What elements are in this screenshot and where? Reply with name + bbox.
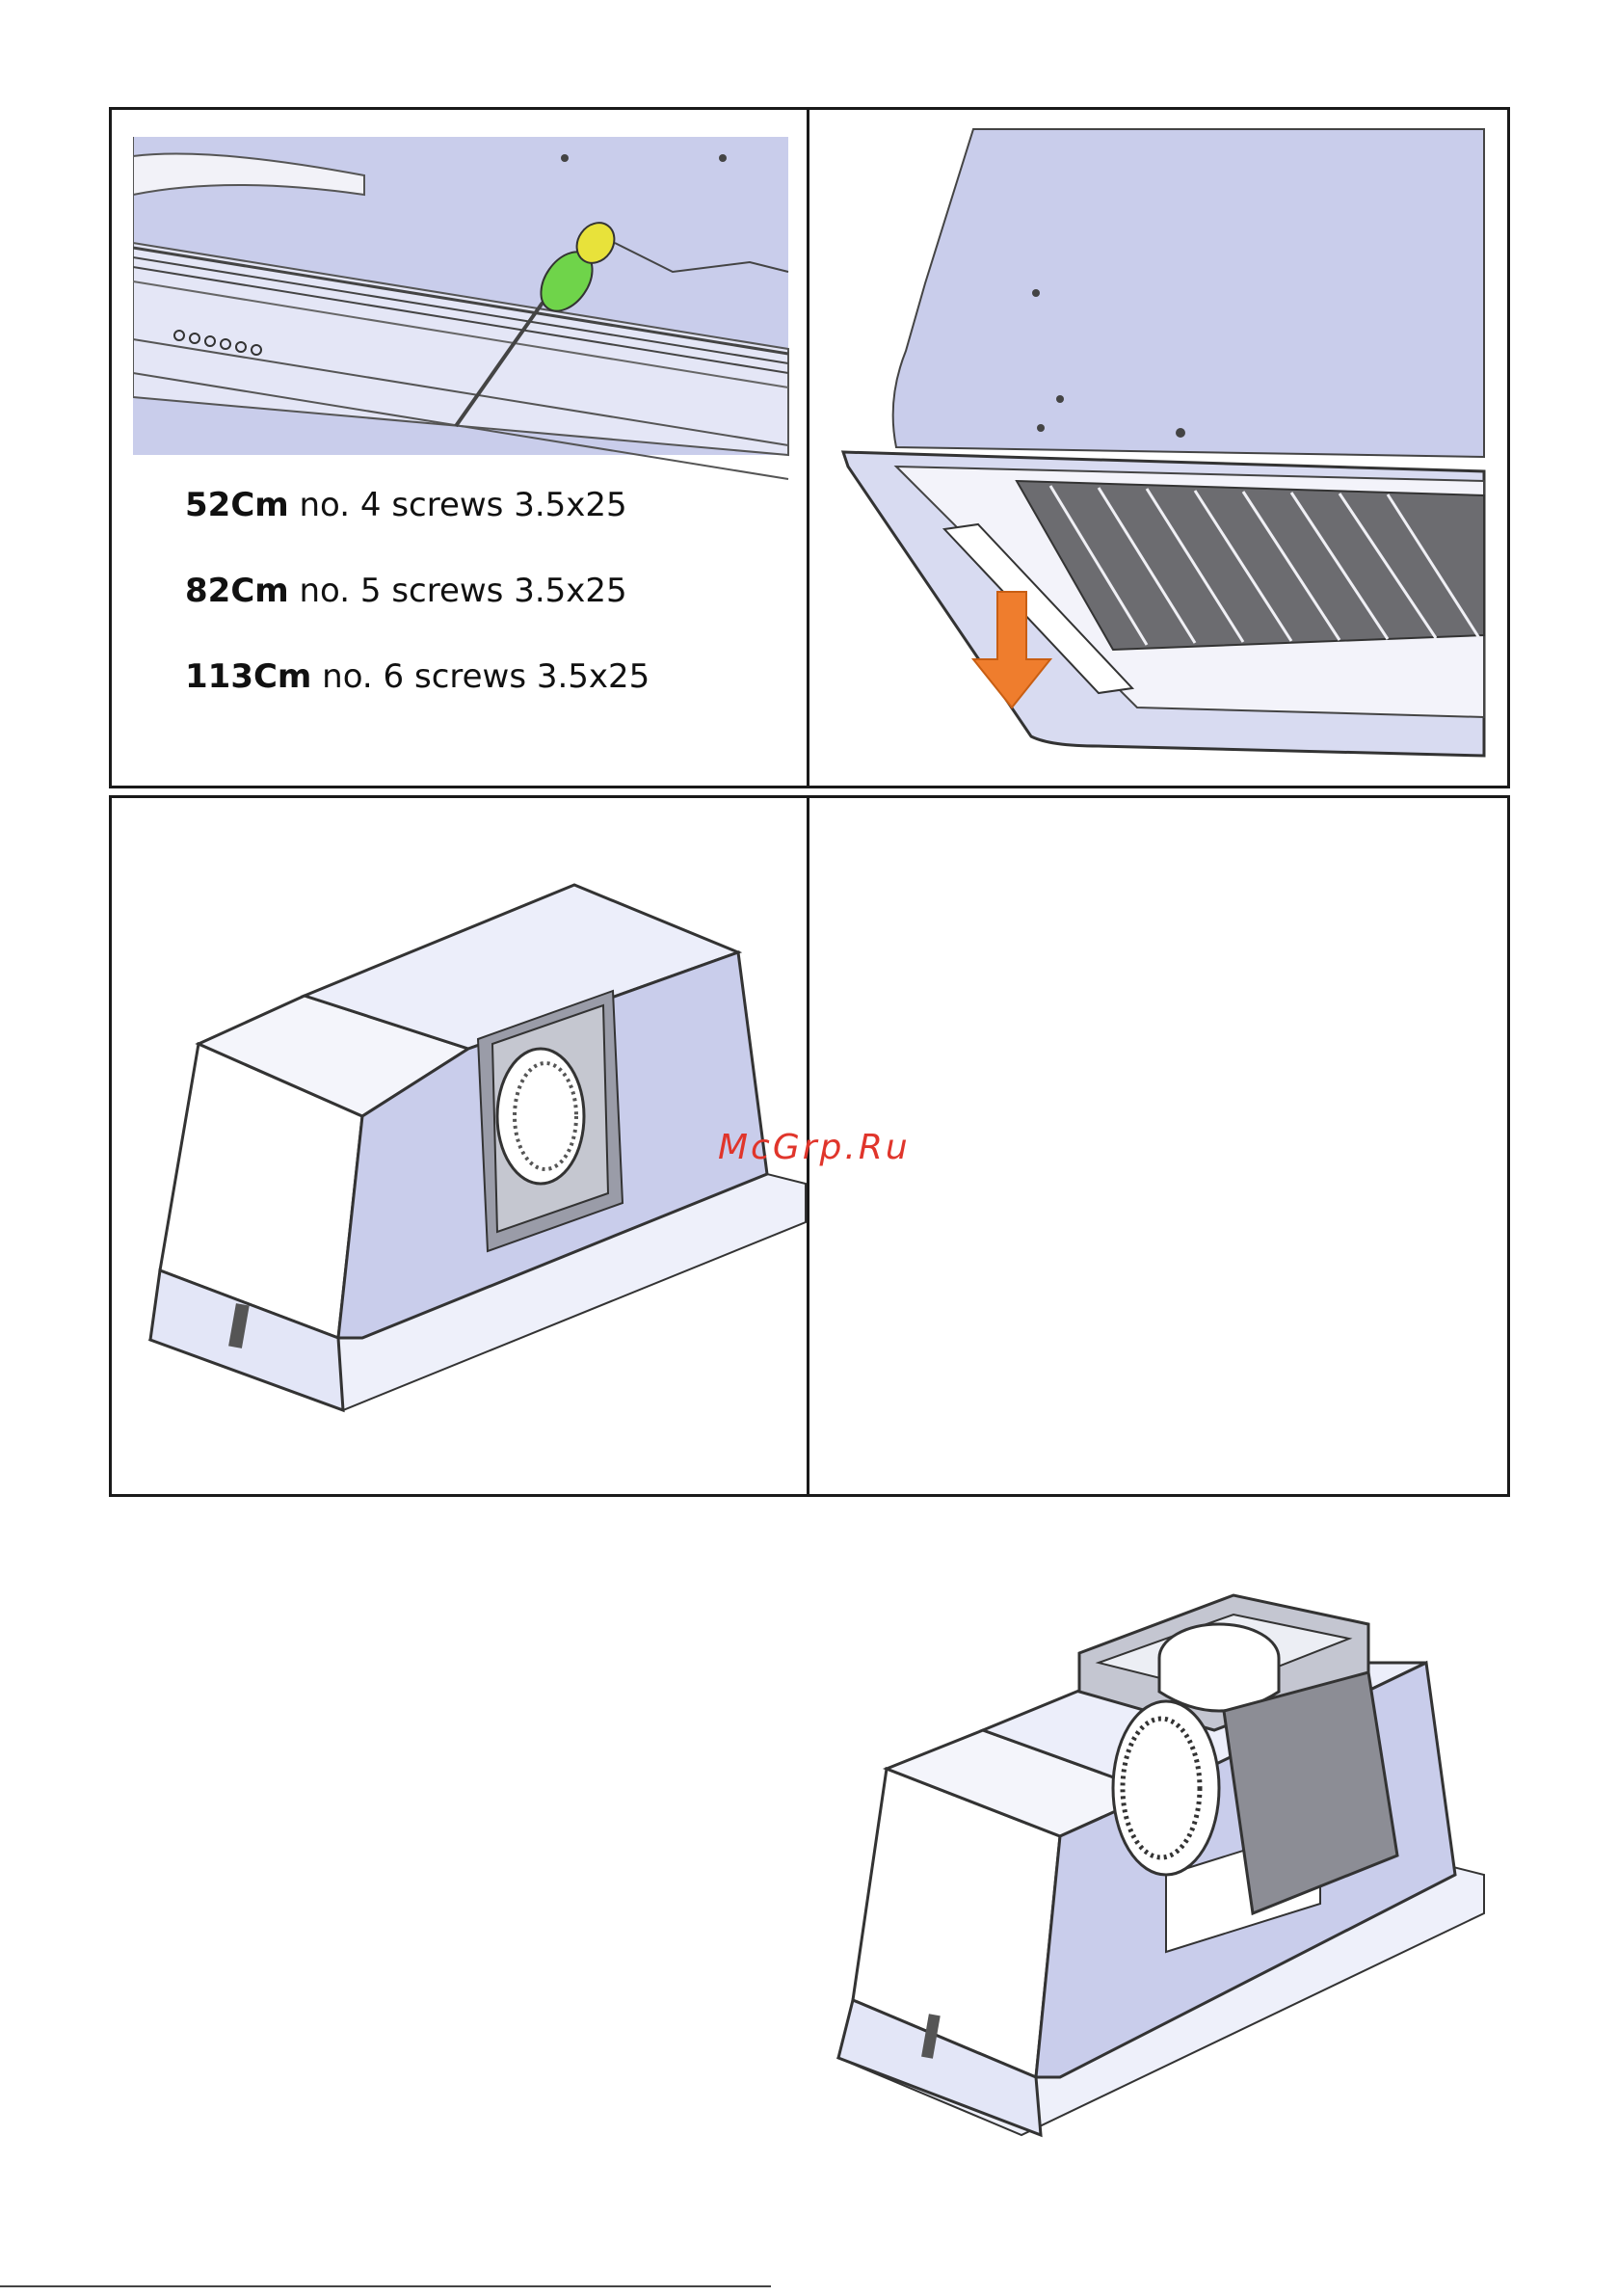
step-remove-filter — [807, 107, 1510, 788]
step-remove-screws: 52Cm no. 4 screws 3.5x25 82Cm no. 5 scre… — [109, 107, 809, 788]
screwdriver-illustration — [133, 137, 809, 503]
screw-row-113: 113Cm no. 6 screws 3.5x25 — [185, 657, 650, 690]
screw-specification-list: 52Cm no. 4 screws 3.5x25 82Cm no. 5 scre… — [185, 486, 650, 743]
step-motor-housing — [109, 795, 809, 1497]
page-bottom-rule — [0, 2285, 771, 2287]
watermark: McGrp.Ru — [718, 1128, 911, 1167]
hood-housing-illustration — [112, 798, 807, 1494]
screw-row-52: 52Cm no. 4 screws 3.5x25 — [185, 486, 650, 519]
hood-with-adapter-illustration — [829, 1537, 1503, 2154]
filter-removal-illustration — [809, 110, 1507, 785]
screw-row-82: 82Cm no. 5 screws 3.5x25 — [185, 572, 650, 604]
instruction-grid: 52Cm no. 4 screws 3.5x25 82Cm no. 5 scre… — [109, 107, 1510, 1497]
step-empty-panel — [807, 795, 1510, 1497]
